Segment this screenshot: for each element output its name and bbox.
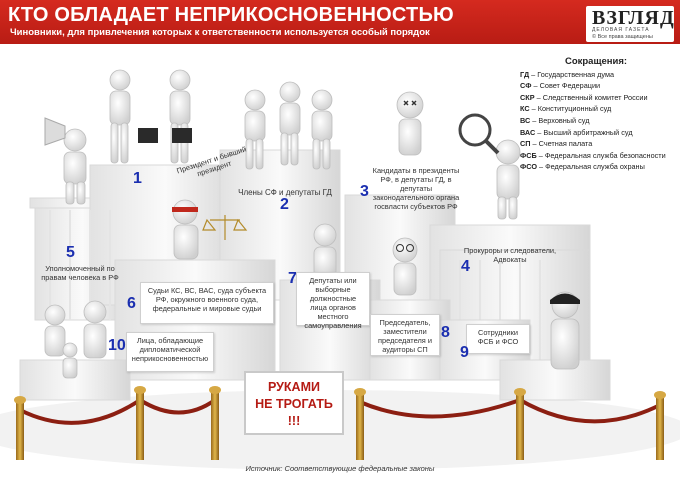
- category-2-number: 2: [280, 196, 289, 213]
- abbreviations-title: Сокращения:: [564, 56, 628, 67]
- category-9-box: Сотрудники ФСБ и ФСО: [466, 324, 530, 354]
- sign-line-2: НЕ ТРОГАТЬ: [255, 397, 333, 411]
- category-5-label: Уполномоченный по правам человека в РФ: [41, 264, 119, 282]
- abbreviation-item: СКР – Следственный комитет России: [520, 92, 648, 102]
- abbreviation-item: СФ – Совет Федерации: [520, 81, 601, 91]
- page-title: КТО ОБЛАДАЕТ НЕПРИКОСНОВЕННОСТЬЮ: [8, 4, 454, 26]
- category-9-number: 9: [460, 344, 469, 361]
- abbreviation-item: СП – Счетная палата: [520, 139, 593, 149]
- category-3-label: Кандидаты в президенты РФ, в депутаты ГД…: [372, 166, 460, 211]
- abbreviation-item: ФСО – Федеральная служба охраны: [520, 162, 645, 172]
- rope-barrier: [14, 386, 666, 460]
- category-6-number: 6: [127, 295, 136, 312]
- category-1-number: 1: [133, 170, 142, 187]
- sign-line-3: !!!: [287, 414, 301, 428]
- abbreviation-item: ГД – Государственная дума: [520, 69, 615, 79]
- category-3-number: 3: [360, 183, 369, 200]
- logo-rights: © Все права защищены: [592, 34, 653, 40]
- category-5-number: 5: [66, 244, 75, 261]
- source-note: Источник: Соответствующие федеральные за…: [245, 464, 435, 473]
- vzglyad-logo: ВЗГЛЯД ДЕЛОВАЯ ГАЗЕТА © Все права защище…: [586, 6, 674, 42]
- abbreviation-item: ВС – Верховный суд: [520, 115, 590, 125]
- pedestals-illustration: [0, 44, 680, 481]
- abbreviation-item: ВАС – Высший арбитражный суд: [520, 127, 633, 137]
- abbreviations-panel: Сокращения: ГД – Государственная дума СФ…: [520, 56, 672, 173]
- category-6-box: Судьи КС, ВС, ВАС, суда субъекта РФ, окр…: [140, 282, 274, 324]
- category-7-number: 7: [288, 270, 297, 287]
- abbreviation-item: КС – Конституционный суд: [520, 104, 612, 114]
- abbreviation-item: ФСБ – Федеральная служба безопасности: [520, 150, 666, 160]
- logo-tagline: ДЕЛОВАЯ ГАЗЕТА: [592, 27, 650, 33]
- category-10-number: 10: [108, 337, 126, 354]
- category-4-number: 4: [461, 258, 470, 275]
- do-not-touch-sign: РУКАМИ НЕ ТРОГАТЬ !!!: [244, 371, 344, 435]
- category-8-number: 8: [441, 324, 450, 341]
- header-banner: КТО ОБЛАДАЕТ НЕПРИКОСНОВЕННОСТЬЮ Чиновни…: [0, 0, 680, 44]
- category-4-label: Прокуроры и следователи, Адвокаты: [463, 246, 557, 264]
- category-10-box: Лица, обладающие дипломатической неприко…: [126, 332, 214, 372]
- page-subtitle: Чиновники, для привлечения которых к отв…: [10, 27, 430, 38]
- category-2-label: Члены СФ и депутаты ГД: [238, 188, 332, 197]
- logo-name: ВЗГЛЯД: [592, 7, 675, 29]
- category-8-box: Председатель, заместители председателя и…: [370, 314, 440, 356]
- sign-line-1: РУКАМИ: [267, 380, 320, 394]
- category-7-box: Депутаты или выборные должностные лица о…: [296, 272, 370, 330]
